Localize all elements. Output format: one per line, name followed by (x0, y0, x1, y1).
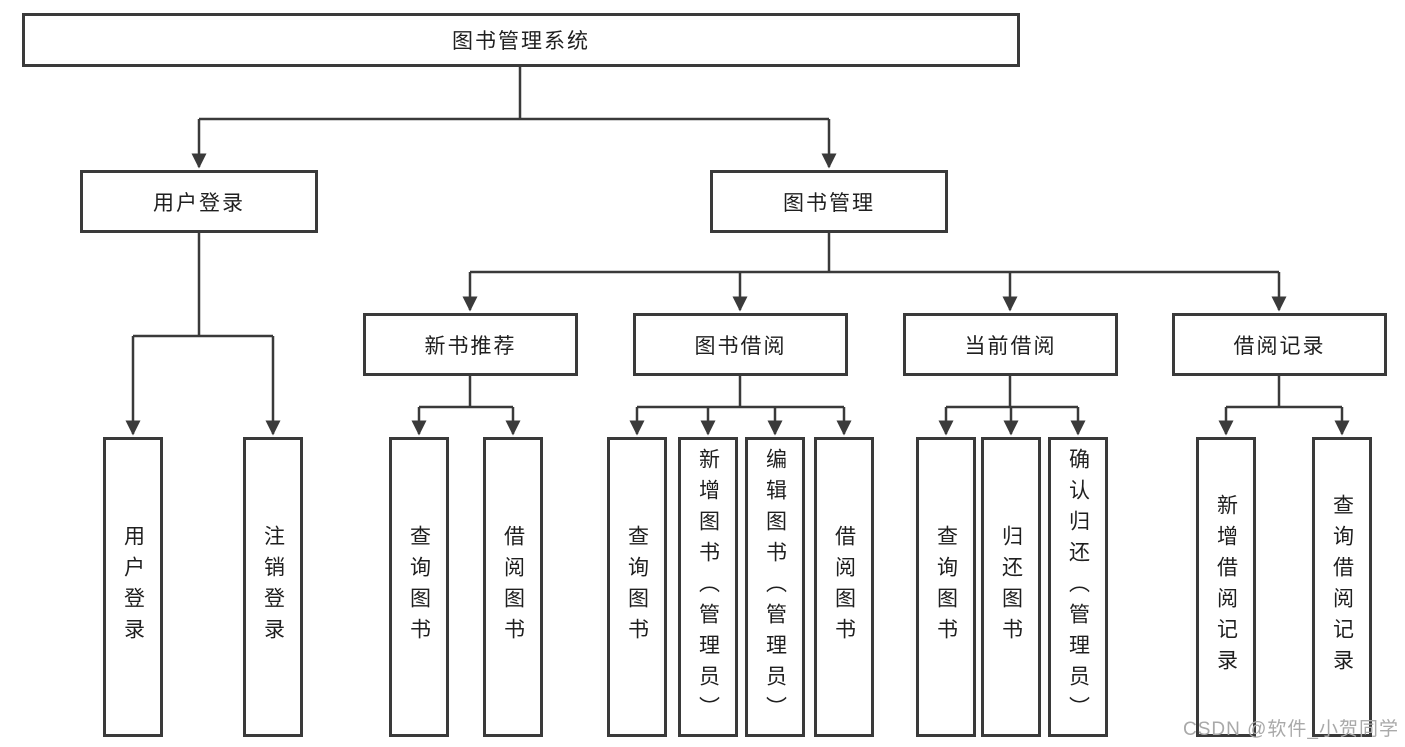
leaf-label: 新增借阅记录 (1214, 494, 1238, 680)
leaf-return-books: 归还图书 (981, 437, 1041, 737)
leaf-user-login: 用户登录 (103, 437, 163, 737)
node-label: 借阅记录 (1233, 334, 1326, 358)
node-label: 图书管理 (783, 191, 875, 215)
leaf-label: 查询图书 (934, 525, 958, 649)
node-label: 图书管理系统 (452, 30, 590, 53)
leaf-query-books-recommend: 查询图书 (389, 437, 449, 737)
leaf-query-borrow-record: 查询借阅记录 (1312, 437, 1372, 737)
leaf-label: 归还图书 (999, 525, 1023, 649)
leaf-label: 新增图书（管理员） (696, 447, 720, 727)
node-label: 图书借阅 (694, 334, 787, 358)
node-label: 新书推荐 (424, 334, 517, 358)
node-label: 当前借阅 (964, 334, 1057, 358)
leaf-label: 编辑图书（管理员） (763, 447, 787, 727)
leaf-label: 借阅图书 (832, 525, 856, 649)
leaf-borrow-books-recommend: 借阅图书 (483, 437, 543, 737)
leaf-confirm-return-admin: 确认归还（管理员） (1048, 437, 1108, 737)
leaf-label: 查询借阅记录 (1330, 494, 1354, 680)
node-current-borrow: 当前借阅 (903, 313, 1118, 376)
leaf-label: 确认归还（管理员） (1066, 447, 1090, 727)
node-borrow-records: 借阅记录 (1172, 313, 1387, 376)
node-new-book-recommend: 新书推荐 (363, 313, 578, 376)
csdn-watermark: CSDN @软件_小贺同学 (1183, 719, 1399, 740)
node-user-login: 用户登录 (80, 170, 318, 233)
leaf-query-books-current: 查询图书 (916, 437, 976, 737)
node-book-borrow: 图书借阅 (633, 313, 848, 376)
leaf-label: 查询图书 (625, 525, 649, 649)
node-library-system: 图书管理系统 (22, 13, 1020, 67)
leaf-edit-books-admin: 编辑图书（管理员） (745, 437, 805, 737)
leaf-label: 借阅图书 (501, 525, 525, 649)
leaf-label: 用户登录 (121, 525, 145, 649)
leaf-logout: 注销登录 (243, 437, 303, 737)
leaf-label: 查询图书 (407, 525, 431, 649)
leaf-add-borrow-record: 新增借阅记录 (1196, 437, 1256, 737)
leaf-borrow-books: 借阅图书 (814, 437, 874, 737)
node-label: 用户登录 (153, 191, 245, 215)
leaf-add-books-admin: 新增图书（管理员） (678, 437, 738, 737)
node-book-management: 图书管理 (710, 170, 948, 233)
leaf-query-books-borrow: 查询图书 (607, 437, 667, 737)
leaf-label: 注销登录 (261, 525, 285, 649)
